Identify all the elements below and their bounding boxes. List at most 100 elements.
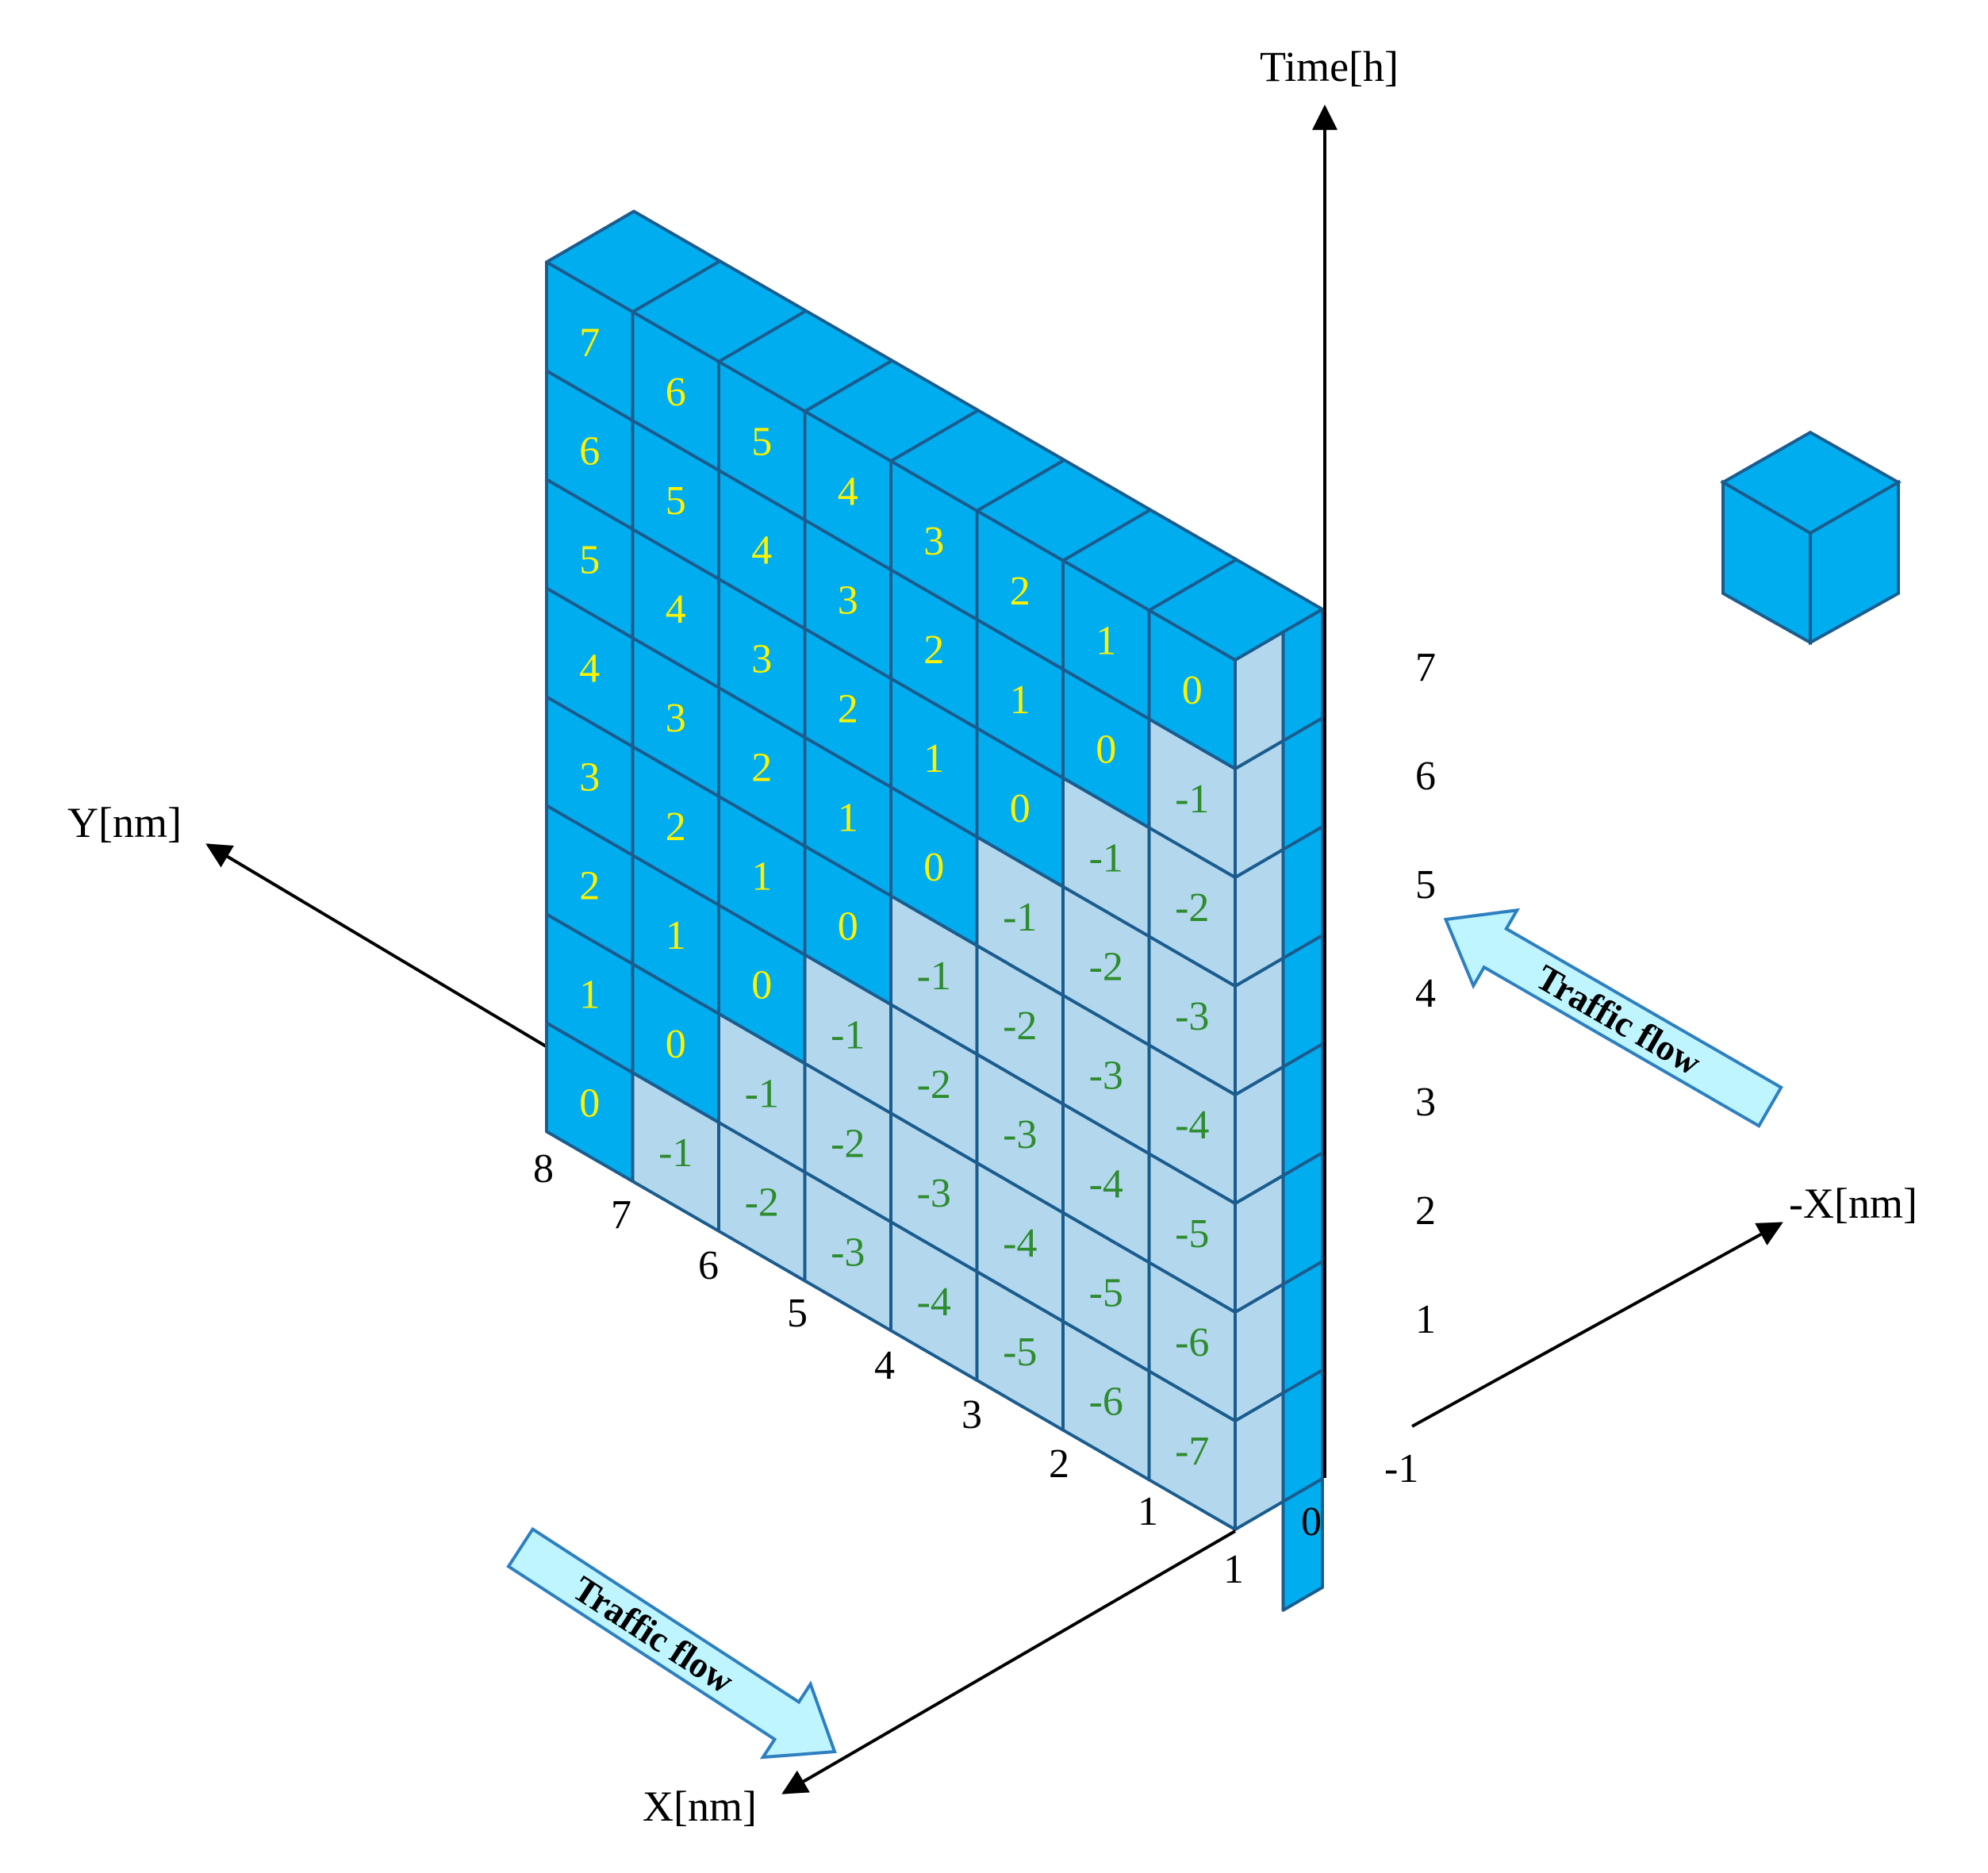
y-tick: 3 (961, 1392, 982, 1437)
time-tick: 4 (1415, 971, 1436, 1016)
cell-value: -5 (1089, 1270, 1123, 1315)
cell-value: 1 (666, 913, 686, 958)
cell-value: 0 (666, 1022, 686, 1067)
time-tick: 1 (1415, 1297, 1436, 1342)
cell-value: 3 (923, 519, 944, 564)
cell-value: 0 (579, 1080, 600, 1126)
cell-value: -3 (831, 1230, 865, 1275)
y-tick: 1 (1138, 1489, 1158, 1534)
cell-value: -4 (1175, 1103, 1209, 1148)
cell-value: 1 (579, 972, 600, 1017)
cell-value: 2 (751, 746, 772, 791)
y-tick: 6 (698, 1243, 719, 1288)
grid-block: -7 -6 -5 -4 -3 -2 -1 0 -6 -5 -4 -3 -2 -1 0 1 -5 -4 -3 -2 -1 0… (545, 209, 1324, 1612)
cell-value: 0 (838, 904, 858, 949)
cell-value: 4 (838, 469, 858, 514)
cell-value: -1 (1003, 895, 1037, 940)
cell-value: 0 (1182, 668, 1203, 713)
traffic-flow-arrow-left: Traffic flow (506, 1526, 837, 1760)
negx-axis-line (1411, 1222, 1783, 1428)
cell-value: -3 (1175, 994, 1209, 1039)
cell-value: 1 (1096, 618, 1116, 663)
traffic-flow-label: Traffic flow (566, 1568, 741, 1701)
cell-value: 2 (579, 863, 600, 908)
cell-value: 3 (666, 696, 686, 741)
y-tick-labels: 8 7 6 5 4 3 2 1 (533, 1146, 1158, 1534)
legend-cube-icon (1719, 430, 1902, 646)
cell-value: -2 (917, 1062, 951, 1107)
cell-value: 5 (666, 478, 686, 524)
y-tick: 2 (1049, 1441, 1069, 1487)
cell-value: 1 (838, 795, 858, 840)
y-tick: 8 (533, 1146, 554, 1192)
cell-value: -2 (1003, 1004, 1037, 1049)
cell-value: 7 (579, 320, 600, 365)
time-tick: 6 (1415, 754, 1436, 799)
cell-value: 2 (666, 804, 686, 850)
cell-value: 2 (838, 686, 858, 731)
time-tick-labels: -1 1 2 3 4 5 6 7 (1384, 645, 1436, 1491)
cell-value: -2 (745, 1180, 779, 1226)
cell-value: -6 (1175, 1320, 1209, 1365)
time-tick: -1 (1384, 1446, 1418, 1491)
cell-value: -1 (1175, 777, 1209, 822)
cell-value: -1 (745, 1072, 779, 1117)
cell-value: 0 (1096, 727, 1116, 772)
cell-value: -2 (1089, 944, 1123, 989)
cell-value: -1 (831, 1012, 865, 1057)
cell-value: -3 (1003, 1112, 1037, 1157)
cell-value: -1 (917, 954, 951, 999)
x-axis-label: X[nm] (643, 1783, 757, 1830)
cell-value: 2 (923, 628, 944, 673)
traffic-flow-label: Traffic flow (1529, 957, 1708, 1083)
x-origin-tick: 1 (1223, 1547, 1244, 1592)
cell-value: -3 (1089, 1053, 1123, 1098)
cell-value: -1 (658, 1130, 693, 1176)
time-axis-label: Time[h] (1260, 43, 1399, 90)
side-strip-cell (1281, 1477, 1324, 1612)
cell-value: 2 (1010, 569, 1030, 614)
side-strip-cell (1281, 608, 1324, 743)
cell-value: -5 (1003, 1330, 1037, 1375)
cell-value: -1 (1089, 835, 1123, 881)
cell-value: 0 (923, 845, 944, 890)
cell-value: 1 (923, 736, 944, 781)
y-tick: 5 (787, 1291, 808, 1336)
cell-value: -2 (1175, 885, 1209, 931)
cell-value: 4 (666, 587, 686, 632)
time-tick: 3 (1415, 1080, 1436, 1125)
cell-value: 4 (579, 646, 600, 691)
cell-value: 3 (579, 754, 600, 800)
y-axis-label: Y[nm] (67, 799, 182, 846)
cell-value: 3 (838, 578, 858, 623)
y-tick: 7 (611, 1192, 631, 1238)
time-tick: 2 (1415, 1188, 1436, 1234)
cell-value: -4 (917, 1280, 951, 1325)
cell-value: -4 (1003, 1221, 1037, 1266)
cell-value: 4 (751, 528, 772, 574)
y-axis-line (205, 843, 549, 1049)
time-tick: 5 (1415, 862, 1436, 908)
cell-value: 5 (751, 420, 772, 465)
cell-value: -2 (831, 1121, 865, 1166)
traffic-flow-arrow-right: Traffic flow (1443, 908, 1783, 1128)
cell-value: -5 (1175, 1211, 1209, 1257)
cell-value: -4 (1089, 1161, 1123, 1207)
cell-value: 6 (666, 370, 686, 415)
cell-value: 1 (1010, 677, 1030, 723)
cell-value: 5 (579, 537, 600, 582)
cell-value: -6 (1089, 1379, 1123, 1424)
cell-value: 0 (1010, 786, 1030, 831)
negx-axis-label: -X[nm] (1789, 1180, 1917, 1227)
cell-value: 3 (751, 637, 772, 682)
cell-value: 1 (751, 854, 772, 900)
cell-value: 0 (751, 963, 772, 1008)
front-face-cell (545, 260, 635, 423)
cell-value: 6 (579, 428, 600, 474)
y-tick: 4 (874, 1343, 895, 1388)
time-tick: 7 (1415, 645, 1436, 690)
cell-value: -3 (917, 1171, 951, 1216)
cell-value: -7 (1175, 1429, 1209, 1474)
x-axis-line (781, 1529, 1237, 1794)
